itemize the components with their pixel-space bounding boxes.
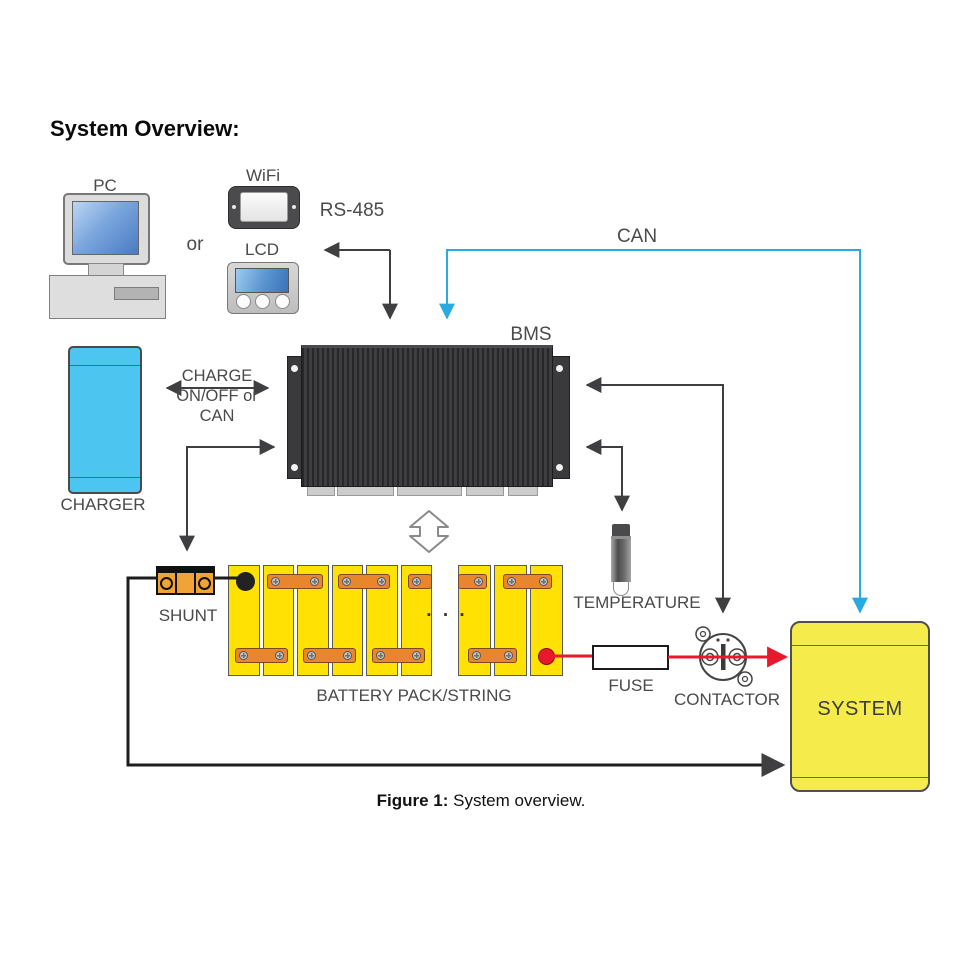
busbar-screw bbox=[412, 651, 421, 660]
fuse-label: FUSE bbox=[608, 676, 654, 695]
busbar-top bbox=[267, 574, 323, 589]
contactor-label: CONTACTOR bbox=[673, 690, 781, 709]
figure-caption-text: System overview. bbox=[448, 791, 586, 810]
figure-caption-prefix: Figure 1: bbox=[376, 791, 449, 810]
busbar-bottom bbox=[303, 648, 356, 663]
pc-screen bbox=[72, 201, 139, 255]
charger-detail-line bbox=[70, 365, 140, 366]
busbar-screw bbox=[377, 577, 386, 586]
pc-monitor-icon bbox=[63, 193, 150, 265]
bms-connector-tab bbox=[337, 486, 394, 496]
charge-link-label: CHARGE ON/OFF or CAN bbox=[176, 367, 258, 425]
bms-connector-tab bbox=[307, 486, 335, 496]
wifi-label: WiFi bbox=[246, 166, 280, 185]
wifi-button-right bbox=[292, 205, 296, 209]
shunt-section bbox=[196, 573, 213, 593]
busbar-top bbox=[338, 574, 390, 589]
lcd-button-1 bbox=[236, 294, 251, 309]
busbar-screw bbox=[507, 577, 516, 586]
bms-shunt-wire bbox=[179, 439, 276, 552]
wifi-button-left bbox=[232, 205, 236, 209]
system-detail-line bbox=[792, 777, 928, 778]
wifi-device-icon bbox=[228, 186, 300, 229]
busbar-top-partial bbox=[408, 574, 432, 589]
battery-positive-terminal bbox=[538, 648, 555, 665]
temperature-label: TEMPERATURE bbox=[573, 593, 701, 612]
system-detail-line bbox=[792, 645, 928, 646]
busbar-screw bbox=[376, 651, 385, 660]
bms-connector-tab bbox=[508, 486, 538, 496]
bms-flange-right bbox=[552, 356, 570, 479]
shunt-label: SHUNT bbox=[158, 606, 218, 625]
system-box: SYSTEM bbox=[790, 621, 930, 792]
busbar-screw bbox=[307, 651, 316, 660]
pc-label: PC bbox=[93, 176, 117, 195]
charger-unit bbox=[68, 346, 142, 494]
rs485-label: RS-485 bbox=[319, 200, 385, 221]
wifi-screen bbox=[240, 192, 288, 222]
temperature-sensor-body bbox=[611, 536, 631, 582]
bms-unit bbox=[301, 345, 553, 487]
busbar-bottom bbox=[235, 648, 288, 663]
busbar-screw bbox=[342, 577, 351, 586]
bms-screw bbox=[556, 365, 563, 372]
busbar-bottom bbox=[468, 648, 517, 663]
bms-contactor-wire bbox=[585, 377, 731, 614]
shunt-terminal bbox=[160, 576, 173, 590]
bms-temperature-wire bbox=[585, 439, 630, 512]
busbar-screw bbox=[310, 577, 319, 586]
bms-screw bbox=[291, 365, 298, 372]
busbar-top bbox=[503, 574, 552, 589]
figure-caption: Figure 1: System overview. bbox=[377, 791, 586, 811]
bms-connector-tab bbox=[397, 486, 462, 496]
pc-case-icon bbox=[49, 275, 166, 319]
fuse-device bbox=[592, 645, 669, 670]
bms-connector-tab bbox=[466, 486, 504, 496]
lcd-device-icon bbox=[227, 262, 299, 314]
busbar-screw bbox=[239, 651, 248, 660]
or-label: or bbox=[186, 234, 204, 255]
charger-label: CHARGER bbox=[60, 495, 146, 514]
battery-pack-label: BATTERY PACK/STRING bbox=[316, 686, 512, 705]
page-title: System Overview: bbox=[50, 116, 240, 141]
busbar-screw bbox=[343, 651, 352, 660]
battery-ellipsis: . . . bbox=[426, 600, 468, 621]
busbar-screw bbox=[504, 651, 513, 660]
can-label: CAN bbox=[616, 226, 658, 247]
system-label: SYSTEM bbox=[817, 698, 903, 720]
busbar-bottom bbox=[372, 648, 425, 663]
lcd-screen bbox=[235, 268, 289, 293]
busbar-screw bbox=[412, 577, 421, 586]
busbar-screw bbox=[472, 651, 481, 660]
bms-screw bbox=[556, 464, 563, 471]
lcd-button-3 bbox=[275, 294, 290, 309]
shunt-terminal bbox=[198, 576, 211, 590]
shunt-section bbox=[158, 573, 175, 593]
pc-drive-slot bbox=[114, 287, 159, 300]
busbar-screw bbox=[271, 577, 280, 586]
busbar-screw bbox=[474, 577, 483, 586]
shunt-section bbox=[175, 573, 196, 593]
shunt-device bbox=[156, 566, 215, 595]
busbar-screw bbox=[539, 577, 548, 586]
busbar-screw bbox=[275, 651, 284, 660]
busbar-top-partial bbox=[458, 574, 487, 589]
bms-battery-updown-arrow bbox=[409, 510, 449, 553]
battery-negative-terminal bbox=[236, 572, 255, 591]
bms-screw bbox=[291, 464, 298, 471]
charger-detail-line bbox=[70, 477, 140, 478]
bms-label: BMS bbox=[510, 324, 552, 345]
contactor-icon bbox=[695, 626, 753, 687]
lcd-label: LCD bbox=[244, 240, 280, 259]
lcd-button-2 bbox=[255, 294, 270, 309]
